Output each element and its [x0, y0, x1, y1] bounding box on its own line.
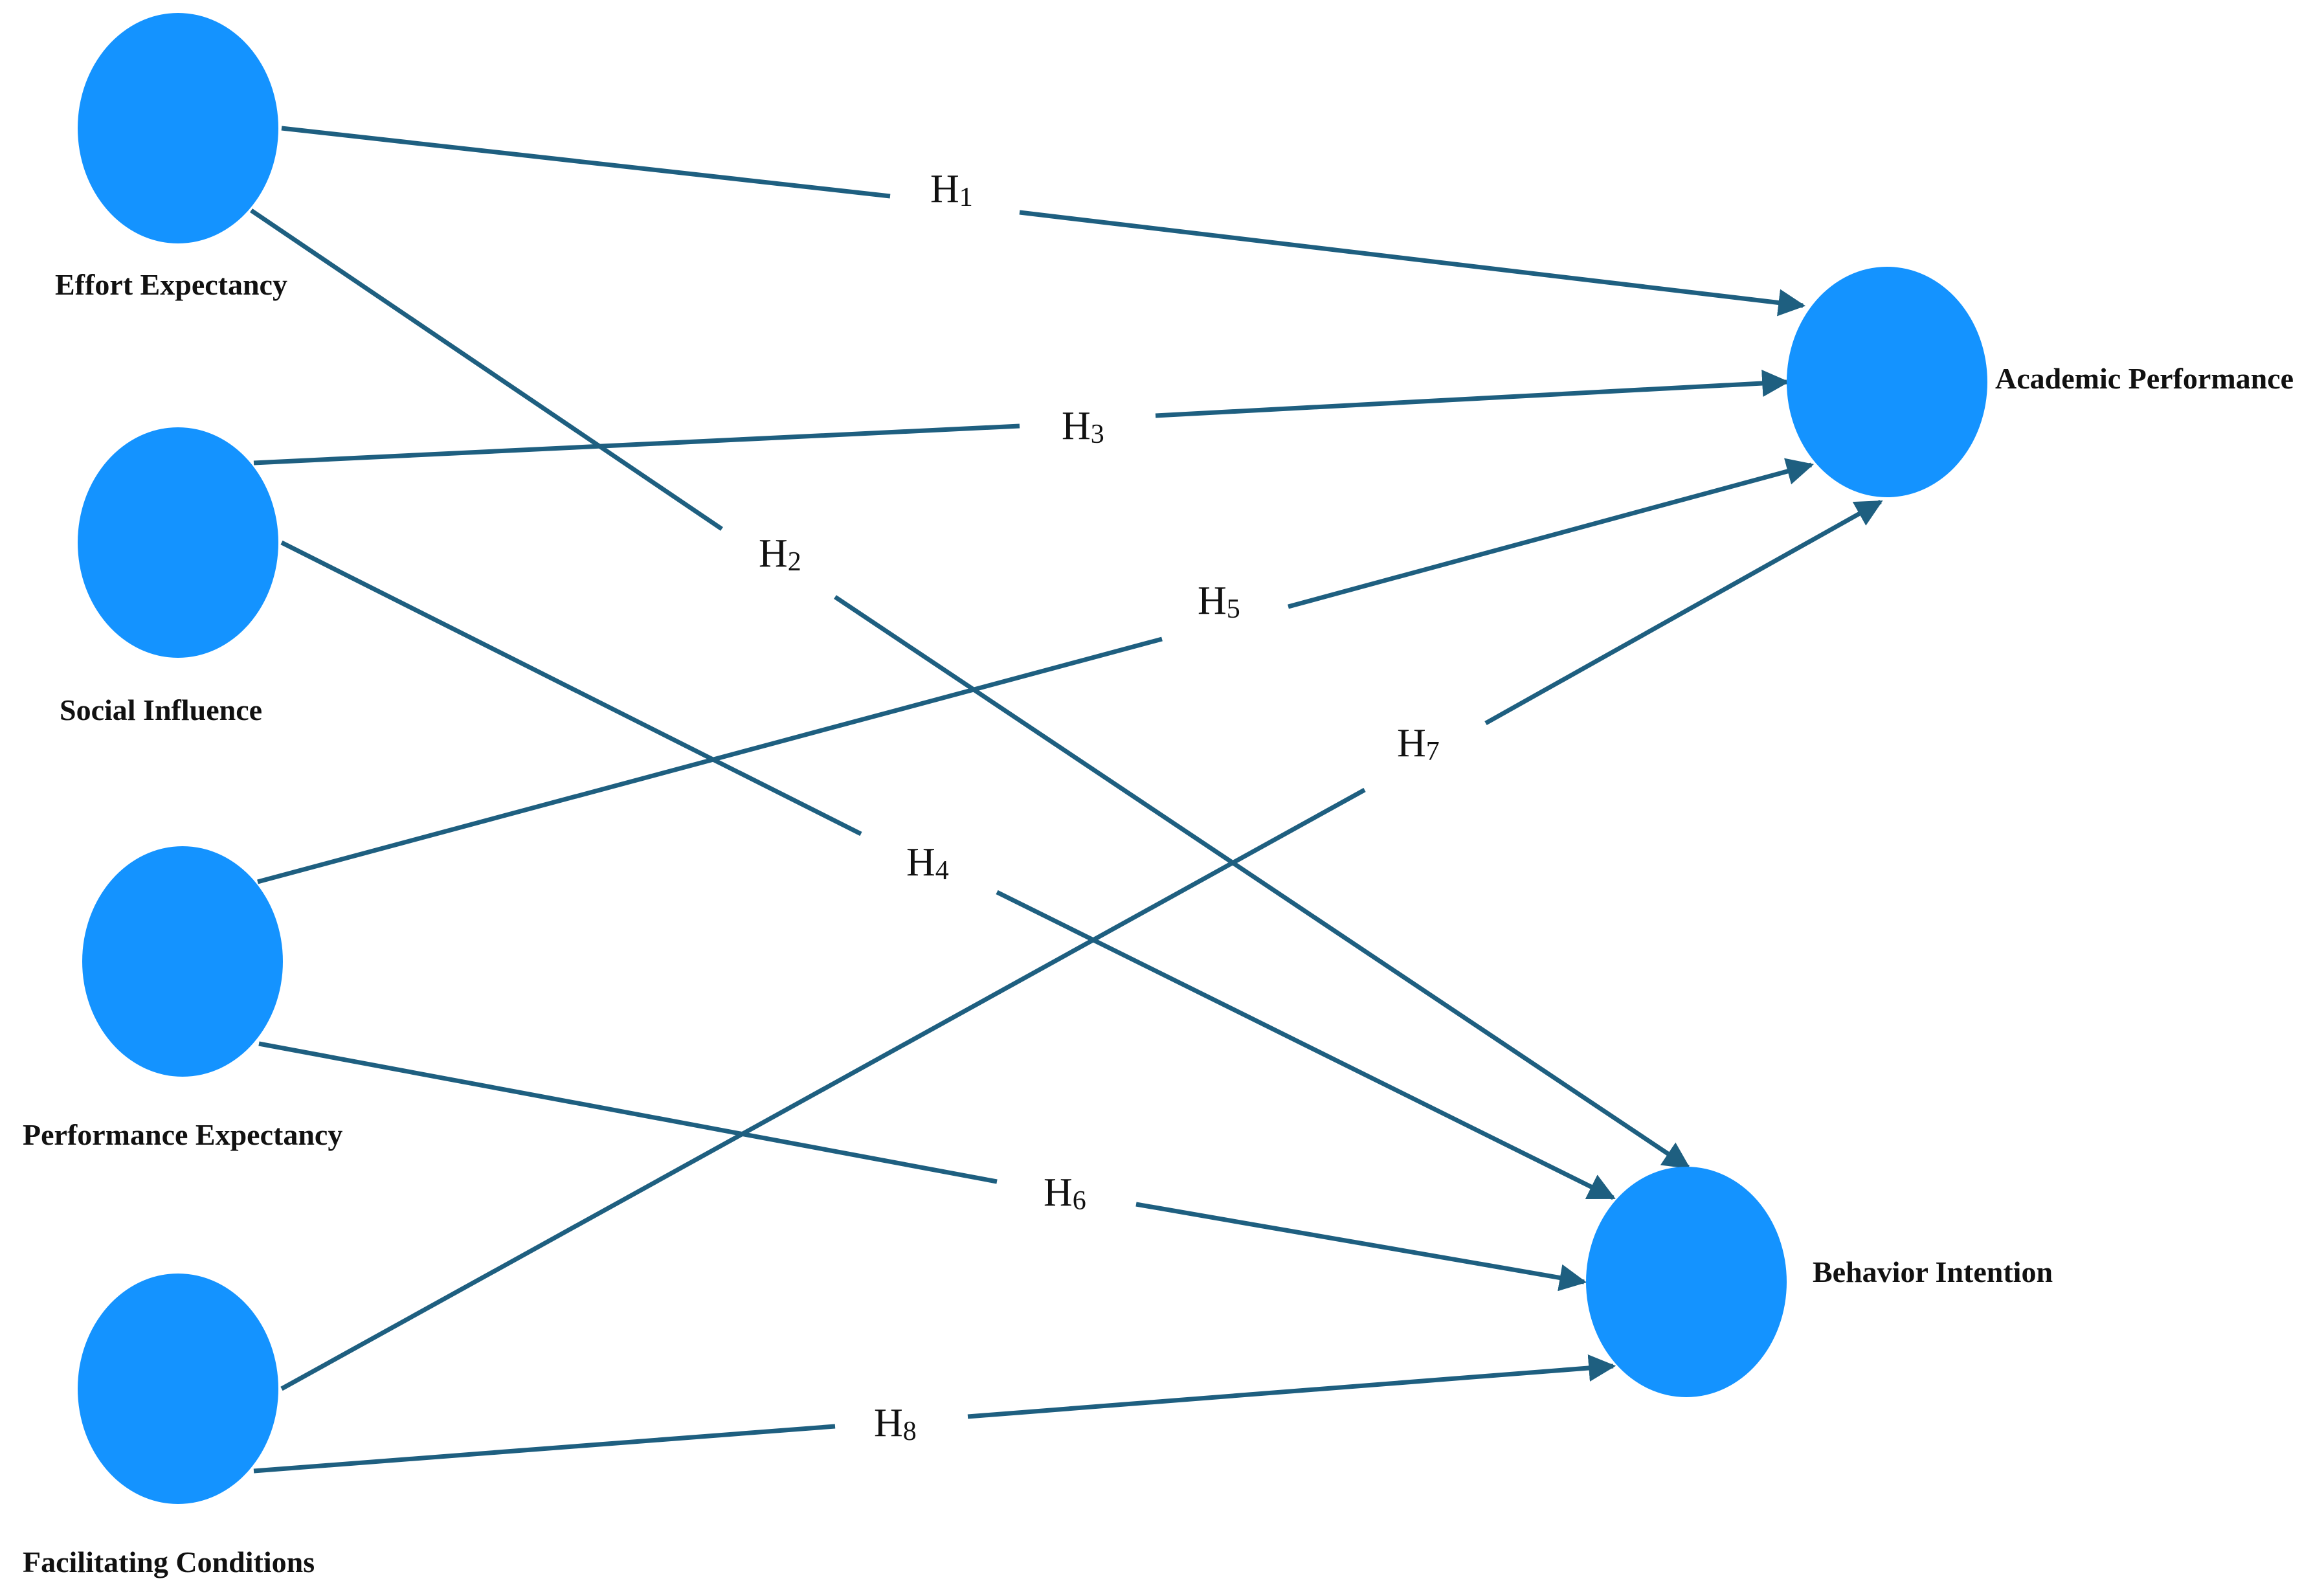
edge-h6-line-a	[258, 1041, 998, 1184]
node-social-influence	[78, 427, 278, 658]
edges	[250, 126, 1883, 1474]
node-labels: Effort Expectancy Social Influence Perfo…	[23, 268, 2294, 1578]
edge-h7-line-a	[280, 787, 1366, 1391]
edge-label-h5: H5	[1198, 579, 1240, 624]
node-effort-expectancy	[78, 13, 278, 243]
edge-h8-line-a	[253, 1424, 836, 1474]
nodes	[78, 13, 1987, 1504]
edge-label-h8: H8	[874, 1401, 917, 1446]
edge-h3-line-a	[253, 423, 1020, 466]
edge-h5-line-a	[257, 636, 1163, 884]
edge-h2-line-a	[250, 208, 723, 531]
node-academic-performance	[1787, 267, 1987, 497]
edge-labels: H1 H2 H3 H4 H5 H6 H7 H8	[759, 167, 1440, 1446]
edge-h7-line-b	[1484, 499, 1883, 726]
edge-h2-line-b	[834, 595, 1691, 1169]
node-label-behavior-intention: Behavior Intention	[1813, 1255, 2053, 1288]
edge-h1-line-b	[1019, 210, 1806, 317]
edge-h4-line-a	[280, 540, 862, 836]
edge-label-h2: H2	[759, 532, 801, 577]
edge-h4-line-b	[996, 890, 1616, 1200]
node-label-academic-performance: Academic Performance	[1995, 362, 2294, 395]
node-performance-expectancy	[82, 846, 283, 1077]
edge-label-h1: H1	[930, 167, 973, 212]
node-label-performance-expectancy: Performance Expectancy	[23, 1118, 342, 1151]
node-label-facilitating-conditions: Facilitating Conditions	[23, 1545, 315, 1578]
edge-label-h6: H6	[1044, 1171, 1086, 1216]
edge-label-h3: H3	[1062, 404, 1104, 449]
edge-label-h7: H7	[1397, 721, 1440, 767]
edge-h3-line-b	[1155, 370, 1790, 418]
node-behavior-intention	[1586, 1167, 1787, 1397]
node-facilitating-conditions	[78, 1274, 278, 1504]
edge-h5-line-b	[1288, 458, 1815, 609]
edge-label-h4: H4	[906, 840, 949, 886]
edge-h8-line-b	[967, 1354, 1616, 1419]
edge-h1-line-a	[281, 126, 891, 199]
node-label-social-influence: Social Influence	[60, 693, 262, 726]
edge-h6-line-b	[1135, 1202, 1587, 1292]
node-label-effort-expectancy: Effort Expectancy	[55, 268, 287, 301]
